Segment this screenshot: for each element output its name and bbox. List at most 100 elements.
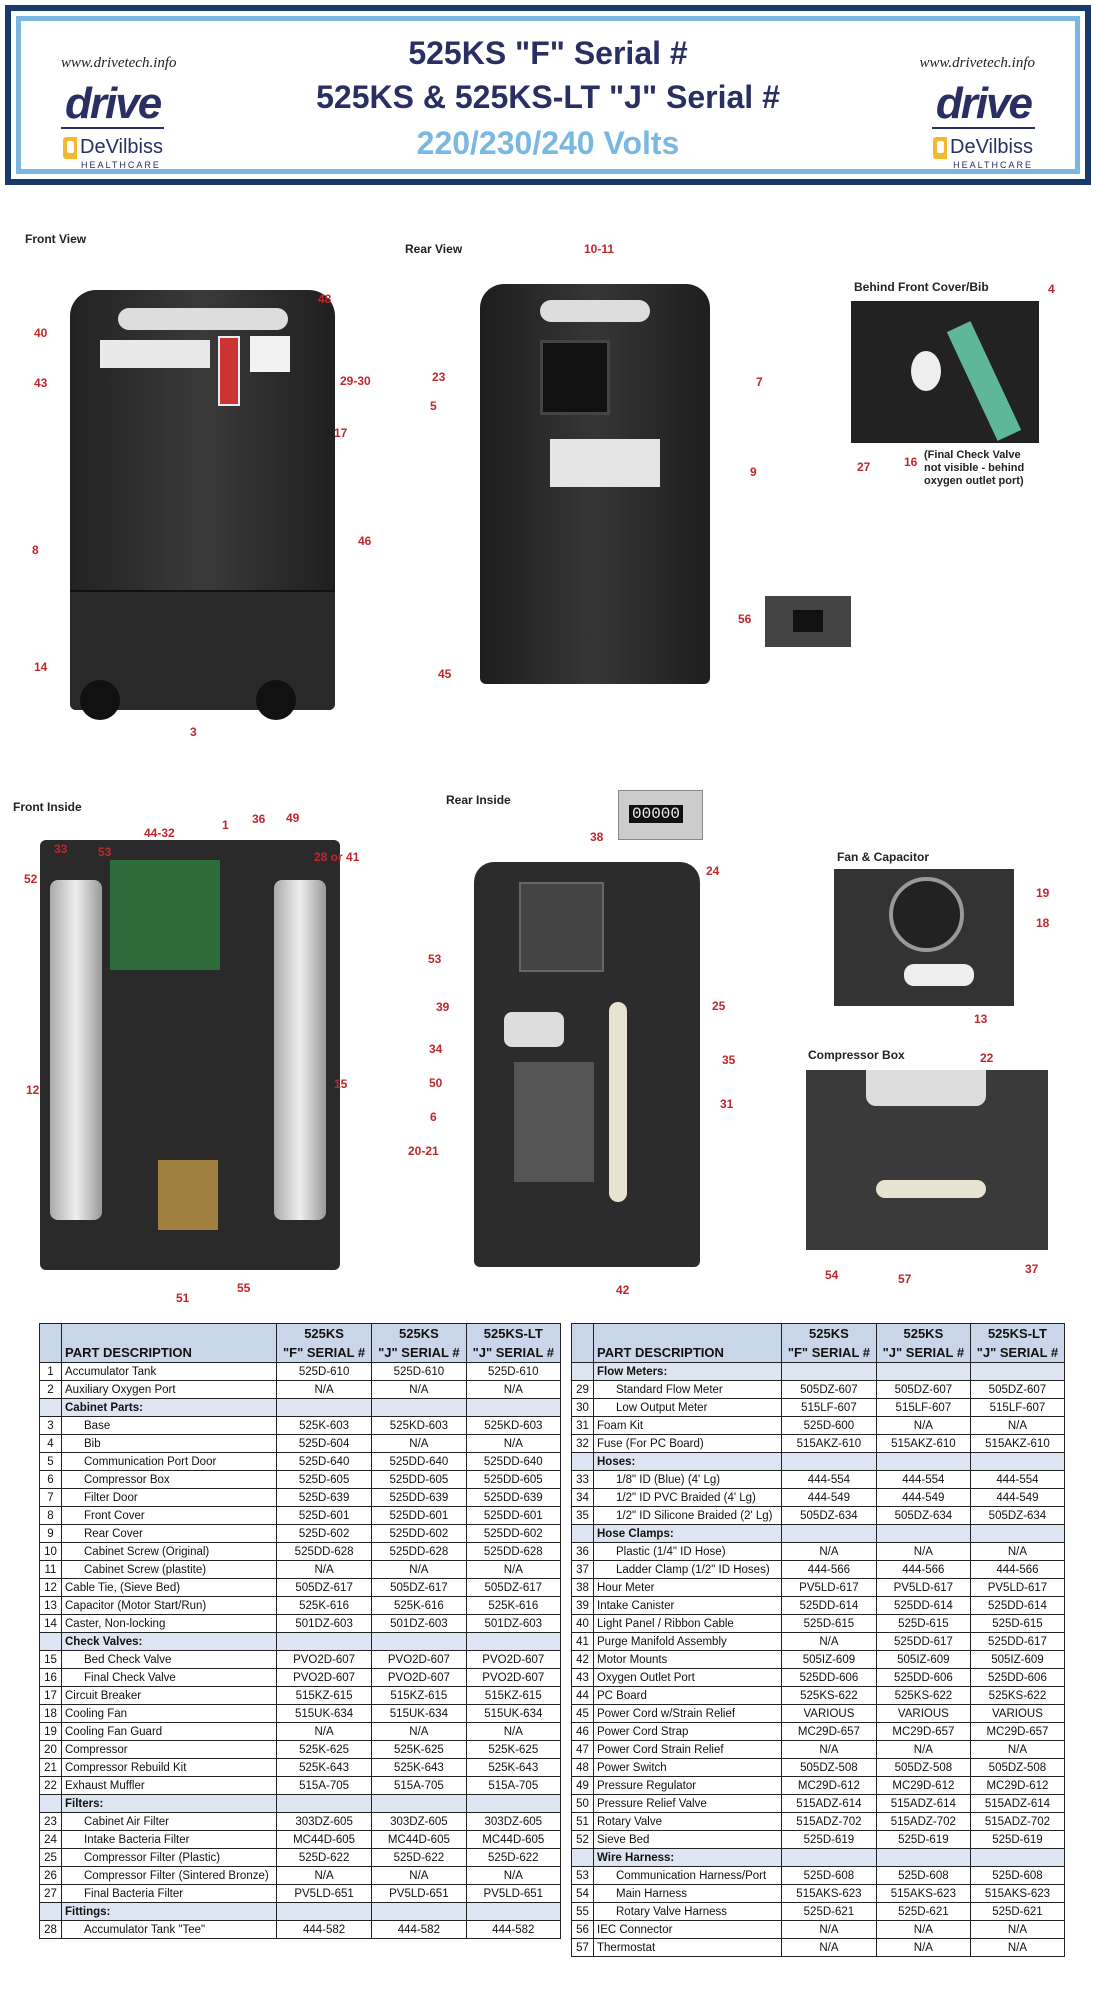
part-number: N/A bbox=[371, 1434, 467, 1453]
empty-cell bbox=[39, 1794, 62, 1813]
part-number: 515UK-634 bbox=[371, 1704, 467, 1723]
item-number: 13 bbox=[39, 1596, 62, 1615]
callout: 6 bbox=[430, 1110, 437, 1124]
item-number: 30 bbox=[571, 1398, 594, 1417]
callout: 23 bbox=[432, 370, 446, 384]
label-sticker bbox=[250, 336, 290, 372]
empty-cell bbox=[571, 1452, 594, 1471]
part-number: VARIOUS bbox=[969, 1704, 1066, 1723]
part-number: 525K-625 bbox=[465, 1740, 562, 1759]
behind-cover-photo bbox=[851, 301, 1039, 443]
empty-cell bbox=[275, 1902, 373, 1921]
item-number: 32 bbox=[571, 1434, 594, 1453]
part-number: N/A bbox=[465, 1434, 562, 1453]
part-number: 444-554 bbox=[875, 1470, 971, 1489]
part-number: 525DD-605 bbox=[465, 1470, 562, 1489]
devilbiss-logo-right: DeVilbiss bbox=[933, 136, 1033, 159]
rear-view-label: Rear View bbox=[405, 242, 463, 256]
part-number: 303DZ-605 bbox=[465, 1812, 562, 1831]
part-number: 505DZ-617 bbox=[275, 1578, 373, 1597]
part-description: Intake Canister bbox=[593, 1596, 782, 1615]
part-number: 505DZ-617 bbox=[371, 1578, 467, 1597]
devilbiss-mark-icon bbox=[63, 136, 77, 159]
part-number: 515ADZ-702 bbox=[969, 1812, 1066, 1831]
part-description: Low Output Meter bbox=[593, 1398, 782, 1417]
empty-cell bbox=[969, 1362, 1066, 1381]
callout: 53 bbox=[98, 845, 112, 859]
item-number: 54 bbox=[571, 1884, 594, 1903]
item-number: 39 bbox=[571, 1596, 594, 1615]
part-description: Plastic (1/4" ID Hose) bbox=[593, 1542, 782, 1561]
part-number: 515A-705 bbox=[465, 1776, 562, 1795]
part-number: 515LF-607 bbox=[875, 1398, 971, 1417]
site-url-right[interactable]: www.drivetech.info bbox=[919, 55, 1035, 71]
callout: 5 bbox=[430, 399, 437, 413]
part-number: 515ADZ-614 bbox=[781, 1794, 877, 1813]
item-number: 28 bbox=[39, 1920, 62, 1939]
part-number: 525D-608 bbox=[875, 1866, 971, 1885]
item-number: 24 bbox=[39, 1830, 62, 1849]
item-number: 16 bbox=[39, 1668, 62, 1687]
part-number: 525D-621 bbox=[781, 1902, 877, 1921]
part-description: Intake Bacteria Filter bbox=[61, 1830, 277, 1849]
part-number: 525DD-628 bbox=[465, 1542, 562, 1561]
part-description: Power Switch bbox=[593, 1758, 782, 1777]
model-name: 525KS-LT bbox=[483, 1326, 543, 1341]
section-title: Cabinet Parts: bbox=[61, 1398, 277, 1417]
compressor bbox=[514, 1062, 594, 1182]
num-header bbox=[39, 1323, 62, 1363]
part-number: 444-554 bbox=[969, 1470, 1066, 1489]
part-number: 505IZ-609 bbox=[781, 1650, 877, 1669]
item-number: 7 bbox=[39, 1488, 62, 1507]
item-number: 41 bbox=[571, 1632, 594, 1651]
callout: 52 bbox=[24, 872, 38, 886]
part-number: 515UK-634 bbox=[275, 1704, 373, 1723]
item-number: 4 bbox=[39, 1434, 62, 1453]
part-description: Cabinet Screw (Original) bbox=[61, 1542, 277, 1561]
exhaust-muffler bbox=[866, 1070, 986, 1106]
part-description: Circuit Breaker bbox=[61, 1686, 277, 1705]
part-number: 525D-622 bbox=[275, 1848, 373, 1867]
handle bbox=[540, 300, 650, 322]
callout: 31 bbox=[720, 1097, 734, 1111]
item-number: 52 bbox=[571, 1830, 594, 1849]
devilbiss-mark-icon bbox=[933, 136, 947, 159]
part-number: 525D-600 bbox=[781, 1416, 877, 1435]
devilbiss-logo-left: DeVilbiss bbox=[63, 136, 163, 159]
part-description: Caster, Non-locking bbox=[61, 1614, 277, 1633]
part-number: 525D-605 bbox=[275, 1470, 373, 1489]
serial-label: "J" SERIAL # bbox=[976, 1345, 1059, 1360]
empty-cell bbox=[969, 1452, 1066, 1471]
item-number: 27 bbox=[39, 1884, 62, 1903]
part-description: Compressor Filter (Sintered Bronze) bbox=[61, 1866, 277, 1885]
part-number: PVO2D-607 bbox=[371, 1650, 467, 1669]
callout: 43 bbox=[34, 376, 48, 390]
empty-cell bbox=[875, 1452, 971, 1471]
empty-cell bbox=[275, 1398, 373, 1417]
empty-cell bbox=[371, 1794, 467, 1813]
bacteria-filter bbox=[911, 351, 941, 391]
item-number: 2 bbox=[39, 1380, 62, 1399]
cooling-fan bbox=[519, 882, 604, 972]
callout: 14 bbox=[34, 660, 48, 674]
site-url-left[interactable]: www.drivetech.info bbox=[61, 55, 177, 71]
part-number: 525D-615 bbox=[875, 1614, 971, 1633]
